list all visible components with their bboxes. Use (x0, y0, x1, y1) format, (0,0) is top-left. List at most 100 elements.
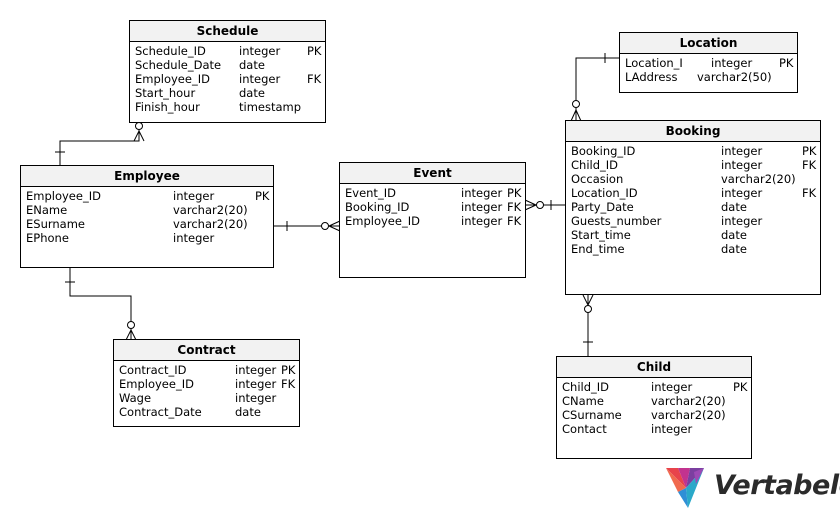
column-name: Schedule_ID (135, 44, 206, 58)
column-name: Booking_ID (345, 200, 410, 214)
column-name: LAddress (625, 70, 678, 84)
column-type: integer (721, 158, 763, 172)
column-type: integer (651, 380, 693, 394)
column-key: PK (255, 189, 270, 203)
column-key: FK (802, 158, 817, 172)
entity-title: Contract (114, 340, 299, 361)
column-name: Child_ID (562, 380, 610, 394)
entity-title: Child (557, 357, 751, 378)
column-name: Party_Date (571, 200, 634, 214)
column-type: timestamp (239, 100, 302, 114)
column-name: Schedule_Date (135, 58, 222, 72)
column-type: integer (721, 214, 763, 228)
column-name: Employee_ID (135, 72, 210, 86)
column-row[interactable]: Schedule_Date date (130, 58, 325, 72)
column-name: Contract_ID (119, 363, 187, 377)
column-type: date (721, 228, 747, 242)
column-key: FK (281, 377, 296, 391)
column-key: PK (507, 186, 522, 200)
column-type: integer (173, 231, 215, 245)
column-key: PK (281, 363, 296, 377)
column-row[interactable]: Child_ID integer PK (557, 380, 751, 394)
entity-title: Event (340, 163, 525, 184)
column-type: date (239, 86, 265, 100)
entity-contract[interactable]: Contract Contract_ID integer PK Employee_I… (113, 339, 300, 427)
column-row[interactable]: EName varchar2(20) (21, 203, 273, 217)
relationship-location-booking (570, 53, 620, 122)
column-name: Finish_hour (135, 100, 200, 114)
column-name: Contact (562, 422, 607, 436)
column-type: integer (711, 56, 753, 70)
column-name: Wage (119, 391, 152, 405)
column-type: integer (235, 363, 277, 377)
column-type: integer (173, 189, 215, 203)
column-row[interactable]: Employee_ID integer FK (130, 72, 325, 86)
column-row[interactable]: Occasion varchar2(20) (566, 172, 820, 186)
column-key: PK (802, 144, 817, 158)
column-row[interactable]: Contract_ID integer PK (114, 363, 299, 377)
column-name: ESurname (26, 217, 85, 231)
column-row[interactable]: Finish_hour timestamp (130, 100, 325, 114)
column-key: FK (802, 186, 817, 200)
column-name: Occasion (571, 172, 624, 186)
column-key: PK (733, 380, 748, 394)
column-row[interactable]: Guests_number integer (566, 214, 820, 228)
column-type: varchar2(20) (173, 203, 248, 217)
column-type: integer (239, 44, 281, 58)
vertabelo-logo-icon (666, 468, 704, 508)
column-name: Employee_ID (119, 377, 194, 391)
column-name: End_time (571, 242, 625, 256)
column-type: integer (461, 214, 503, 228)
column-type: varchar2(20) (721, 172, 796, 186)
entity-title: Booking (566, 121, 820, 142)
column-name: Contract_Date (119, 405, 202, 419)
column-name: EName (26, 203, 68, 217)
column-key: FK (307, 72, 322, 86)
relationship-booking-event (524, 199, 566, 211)
relationship-employee-schedule (55, 122, 145, 166)
column-type: date (235, 405, 261, 419)
column-key: PK (779, 56, 794, 70)
column-row[interactable]: Contract_Date date (114, 405, 299, 419)
entity-title: Location (620, 33, 797, 54)
column-name: Guests_number (571, 214, 662, 228)
column-name: CName (562, 394, 604, 408)
relationship-child-booking (582, 294, 594, 357)
column-type: varchar2(20) (651, 408, 726, 422)
entity-title: Employee (21, 166, 273, 187)
column-name: Employee_ID (345, 214, 420, 228)
column-type: integer (239, 72, 281, 86)
column-type: date (239, 58, 265, 72)
